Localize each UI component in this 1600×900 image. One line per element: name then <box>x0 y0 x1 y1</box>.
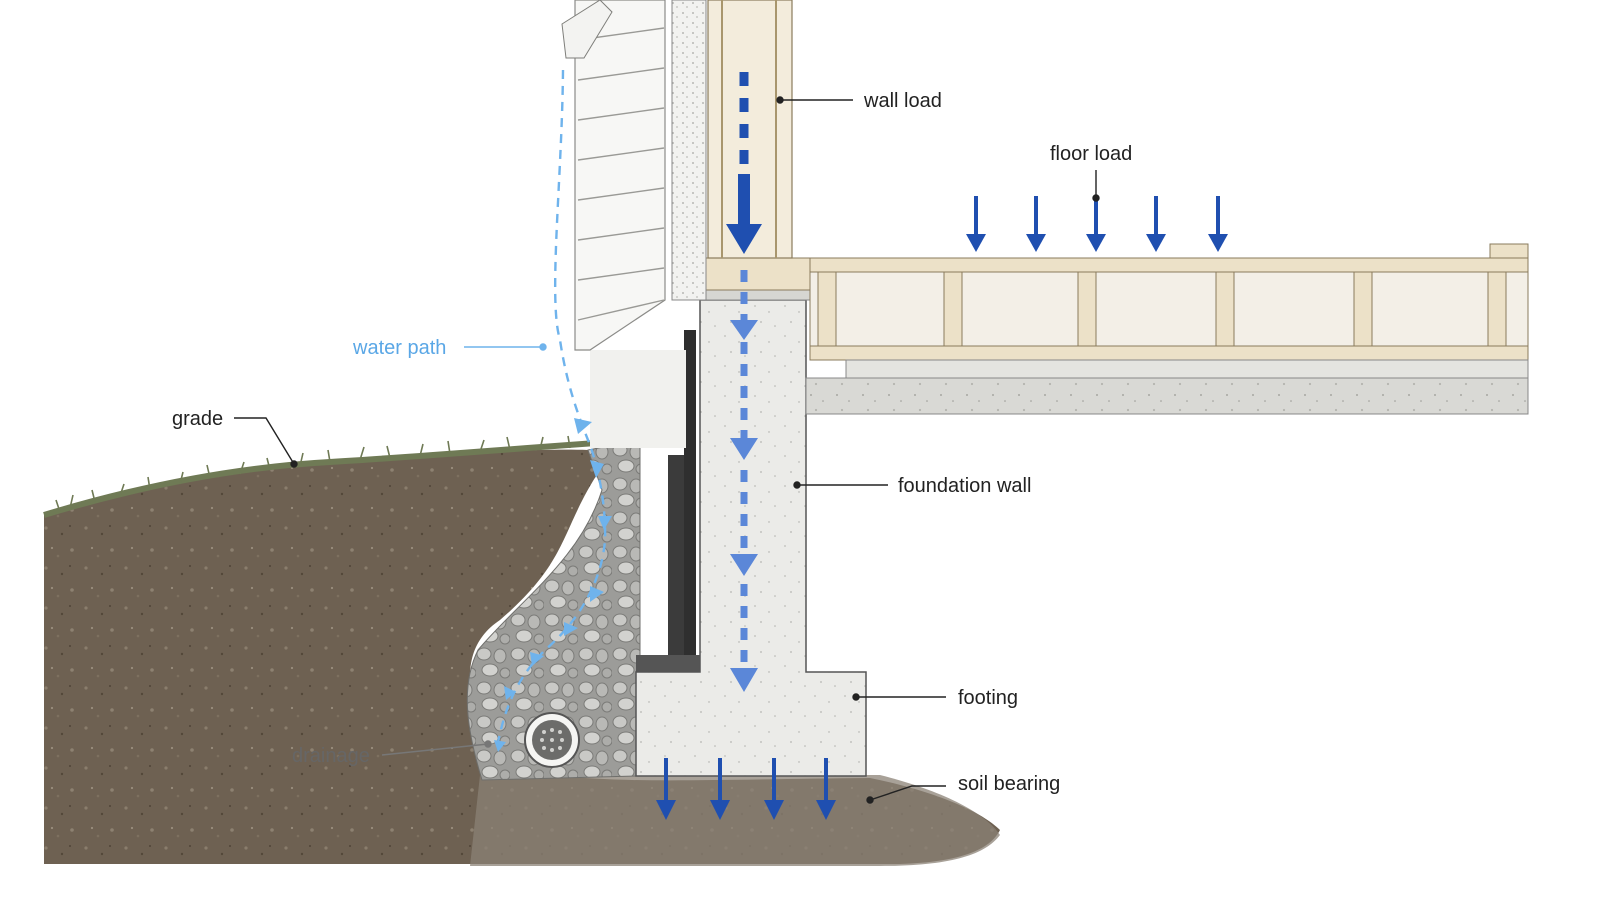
wall-insulation <box>671 0 707 301</box>
floor-beam <box>809 345 1529 361</box>
label-foundation-wall: foundation wall <box>898 475 1031 497</box>
grass-tufts <box>55 429 626 513</box>
trim-bracket <box>561 0 613 59</box>
down-arrow-icon <box>726 224 762 254</box>
lap-siding <box>574 0 666 351</box>
label-footing: footing <box>958 687 1018 709</box>
label-drainage: drainage <box>292 745 370 767</box>
floor-end-block <box>1489 243 1529 259</box>
sill-plate <box>705 257 811 291</box>
foundation-wall-shape <box>635 299 867 777</box>
floor-load-arrows <box>966 196 1228 252</box>
subfloor <box>809 257 1529 273</box>
soil-backfill <box>44 449 1000 864</box>
leader-lines <box>234 96 1100 804</box>
perforated-pipe-icon <box>524 712 580 768</box>
exposed-foundation-face <box>590 350 686 448</box>
sill-gasket <box>705 289 811 301</box>
label-grade: grade <box>172 408 223 430</box>
label-soil-bearing: soil bearing <box>958 773 1060 795</box>
label-floor-load: floor load <box>1050 143 1132 165</box>
membrane-upper <box>684 330 696 655</box>
drainage-leader <box>381 740 492 756</box>
soil-bearing-arrows <box>656 758 836 820</box>
slab-top <box>845 359 1529 379</box>
soil-bearing-zone <box>470 775 1000 866</box>
water-path-leader <box>464 343 547 351</box>
wall-load-arrow <box>726 72 762 254</box>
membrane-footing-lap <box>636 655 700 672</box>
label-water-path: water path <box>352 337 446 359</box>
label-wall-load: wall load <box>863 90 942 112</box>
concrete-slab <box>805 377 1529 415</box>
foundation-load-arrow <box>730 270 758 692</box>
joist-band <box>809 271 1529 347</box>
water-path-arrows <box>494 418 612 752</box>
